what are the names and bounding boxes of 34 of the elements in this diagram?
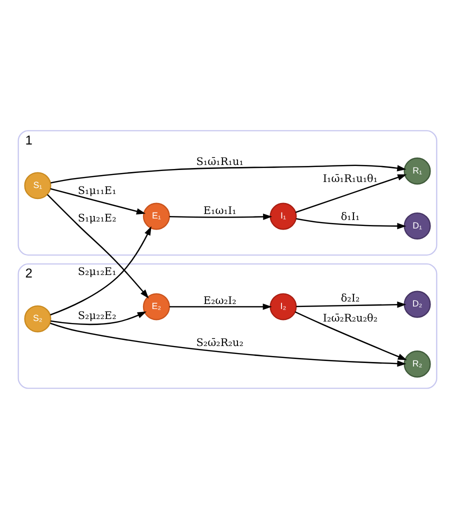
edge-label: S₁ω̄₁R₁u₁ (196, 155, 244, 168)
node-circle: I₂ (270, 292, 297, 320)
edge-label: I₂ω̄₂R₂u₂θ₂ (322, 312, 378, 324)
arrow (50, 322, 406, 366)
node-circle: I₁ (270, 202, 297, 230)
edge-label: S₂μ₁₂E₁ (78, 265, 116, 278)
node-circle: S₂ (24, 304, 52, 332)
arrow (294, 310, 407, 360)
arrow (50, 188, 146, 214)
arrow (295, 174, 407, 212)
arrow (50, 226, 152, 315)
edge-label: I₁ω̄₁R₁u₁θ₁ (322, 172, 378, 184)
arrow (46, 194, 149, 298)
node-circle: R₁ (404, 157, 431, 184)
node-circle: R₂ (404, 350, 431, 378)
node-circle: S₁ (24, 172, 52, 199)
arrow (50, 311, 147, 324)
edge-label: E₂ω₂I₂ (203, 294, 236, 306)
arrow (296, 218, 406, 229)
arrow (169, 213, 272, 220)
edge-label: S₁μ₁₁E₁ (78, 184, 116, 197)
arrow (169, 303, 272, 310)
arrow (50, 164, 406, 184)
edge-label: S₂μ₂₂E₂ (78, 310, 116, 322)
edge-label: δ₁I₁ (340, 210, 360, 222)
node-circle: E₂ (142, 292, 170, 320)
edge-label: S₁μ₂₁E₂ (78, 212, 116, 224)
edge-label: E₁ω₁I₁ (203, 204, 236, 217)
edge-label: δ₂I₂ (340, 292, 360, 304)
node-circle: D₁ (404, 212, 431, 239)
arrow (296, 301, 406, 308)
edge-label: S₂ω̄₂R₂u₂ (196, 336, 244, 348)
node-circle: E₁ (142, 202, 170, 230)
node-circle: D₂ (404, 290, 431, 318)
